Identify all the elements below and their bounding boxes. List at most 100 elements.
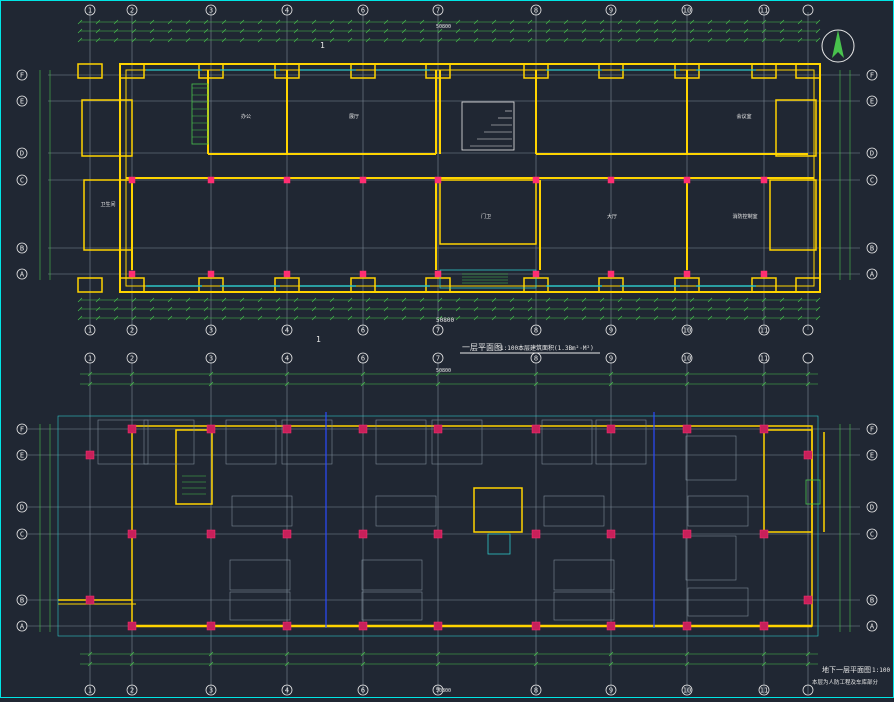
- parking-stall: [543, 495, 605, 527]
- window-bay: [274, 63, 300, 79]
- dimension-tick: [545, 37, 551, 43]
- parking-stall: [431, 419, 483, 465]
- axis-label: 7: [436, 355, 440, 363]
- dimension-tick: [599, 28, 605, 34]
- dimension-tick: [707, 315, 713, 321]
- axis-bubble: [281, 324, 293, 336]
- dimension-tick: [761, 37, 767, 43]
- axis-label: E: [20, 98, 24, 106]
- axis-label: 3: [209, 327, 213, 335]
- dimension-tick: [779, 28, 785, 34]
- dimension-tick: [653, 315, 659, 321]
- axis-label: F: [20, 426, 24, 434]
- dimension-tick: [671, 28, 677, 34]
- axis-bubble: [205, 4, 217, 16]
- dimension-tick: [435, 661, 441, 667]
- axis-bubble: [16, 147, 28, 159]
- window-bay: [119, 277, 145, 293]
- dimension-tick: [167, 297, 173, 303]
- column: [607, 176, 615, 184]
- axis-label: 3: [209, 687, 213, 695]
- window-bay: [119, 63, 145, 79]
- parking-stall: [231, 495, 293, 527]
- axis-label: B: [870, 245, 874, 253]
- dimension-tick: [455, 37, 461, 43]
- column: [531, 424, 541, 434]
- axis-bubble: [681, 684, 693, 696]
- axis-label: C: [870, 531, 874, 539]
- column: [803, 595, 813, 605]
- side-room-wall: [81, 99, 133, 157]
- column: [607, 270, 615, 278]
- dimension-tick: [203, 28, 209, 34]
- parking-stall: [687, 495, 749, 527]
- axis-label: 9: [609, 7, 613, 15]
- dimension-tick: [581, 306, 587, 312]
- dimension-tick: [87, 381, 93, 387]
- dimension-tick: [805, 381, 811, 387]
- section-marker-top: 1: [320, 41, 325, 50]
- plan1-scale: 1:100: [500, 345, 518, 352]
- dimension-tick: [608, 651, 614, 657]
- dimension-tick: [599, 306, 605, 312]
- dimension-tick: [239, 28, 245, 34]
- axis-label: 7: [436, 687, 440, 695]
- dimension-tick: [437, 306, 443, 312]
- axis-bubble: [16, 69, 28, 81]
- window-bay: [598, 277, 624, 293]
- dimension-tick: [779, 315, 785, 321]
- axis-label: 10: [683, 687, 691, 695]
- column: [358, 621, 368, 631]
- axis-bubble: [605, 4, 617, 16]
- dimension-tick: [653, 37, 659, 43]
- parking-stall: [553, 559, 615, 591]
- dimension-tick: [113, 315, 119, 321]
- dimension-tick: [360, 371, 366, 377]
- window-bay: [598, 63, 624, 79]
- axis-bubble: [866, 528, 878, 540]
- dimension-tick: [779, 37, 785, 43]
- parking-stall: [229, 591, 291, 621]
- dimension-tick: [131, 28, 137, 34]
- section-marker-bottom: 1: [316, 335, 321, 344]
- dimension-tick: [365, 37, 371, 43]
- dimension-tick: [437, 37, 443, 43]
- dimension-lines: [39, 19, 851, 667]
- axis-label: F: [870, 72, 874, 80]
- axis-bubble: [530, 4, 542, 16]
- dimension-tick: [805, 371, 811, 377]
- dimension-tick: [455, 19, 461, 25]
- dimension-tick: [275, 37, 281, 43]
- dimension-tick: [113, 37, 119, 43]
- dimension-tick: [527, 306, 533, 312]
- dimension-tick: [761, 315, 767, 321]
- dimension-tick: [491, 19, 497, 25]
- dimension-tick: [815, 37, 821, 43]
- axis-bubble: [802, 324, 814, 336]
- dimension-tick: [635, 37, 641, 43]
- column: [682, 529, 692, 539]
- dimension-tick: [365, 315, 371, 321]
- dimension-tick: [329, 28, 335, 34]
- column: [206, 621, 216, 631]
- dimension-tick: [311, 19, 317, 25]
- dimension-tick: [284, 651, 290, 657]
- axis-label: 8: [534, 355, 538, 363]
- window-bay: [350, 277, 376, 293]
- plan2-scale: 1:100: [872, 667, 890, 674]
- dimension-tick: [329, 315, 335, 321]
- dimension-tick: [208, 381, 214, 387]
- dimension-tick: [347, 28, 353, 34]
- dimension-tick: [87, 651, 93, 657]
- dimension-tick: [815, 306, 821, 312]
- axis-bubble: [866, 620, 878, 632]
- axis-bubble: [866, 423, 878, 435]
- axis-label: 2: [130, 327, 134, 335]
- dimension-tick: [185, 315, 191, 321]
- dimension-tick: [95, 37, 101, 43]
- dimension-tick: [797, 315, 803, 321]
- parking-stall: [685, 435, 737, 481]
- dimension-tick: [437, 28, 443, 34]
- stair-outline: [191, 83, 209, 145]
